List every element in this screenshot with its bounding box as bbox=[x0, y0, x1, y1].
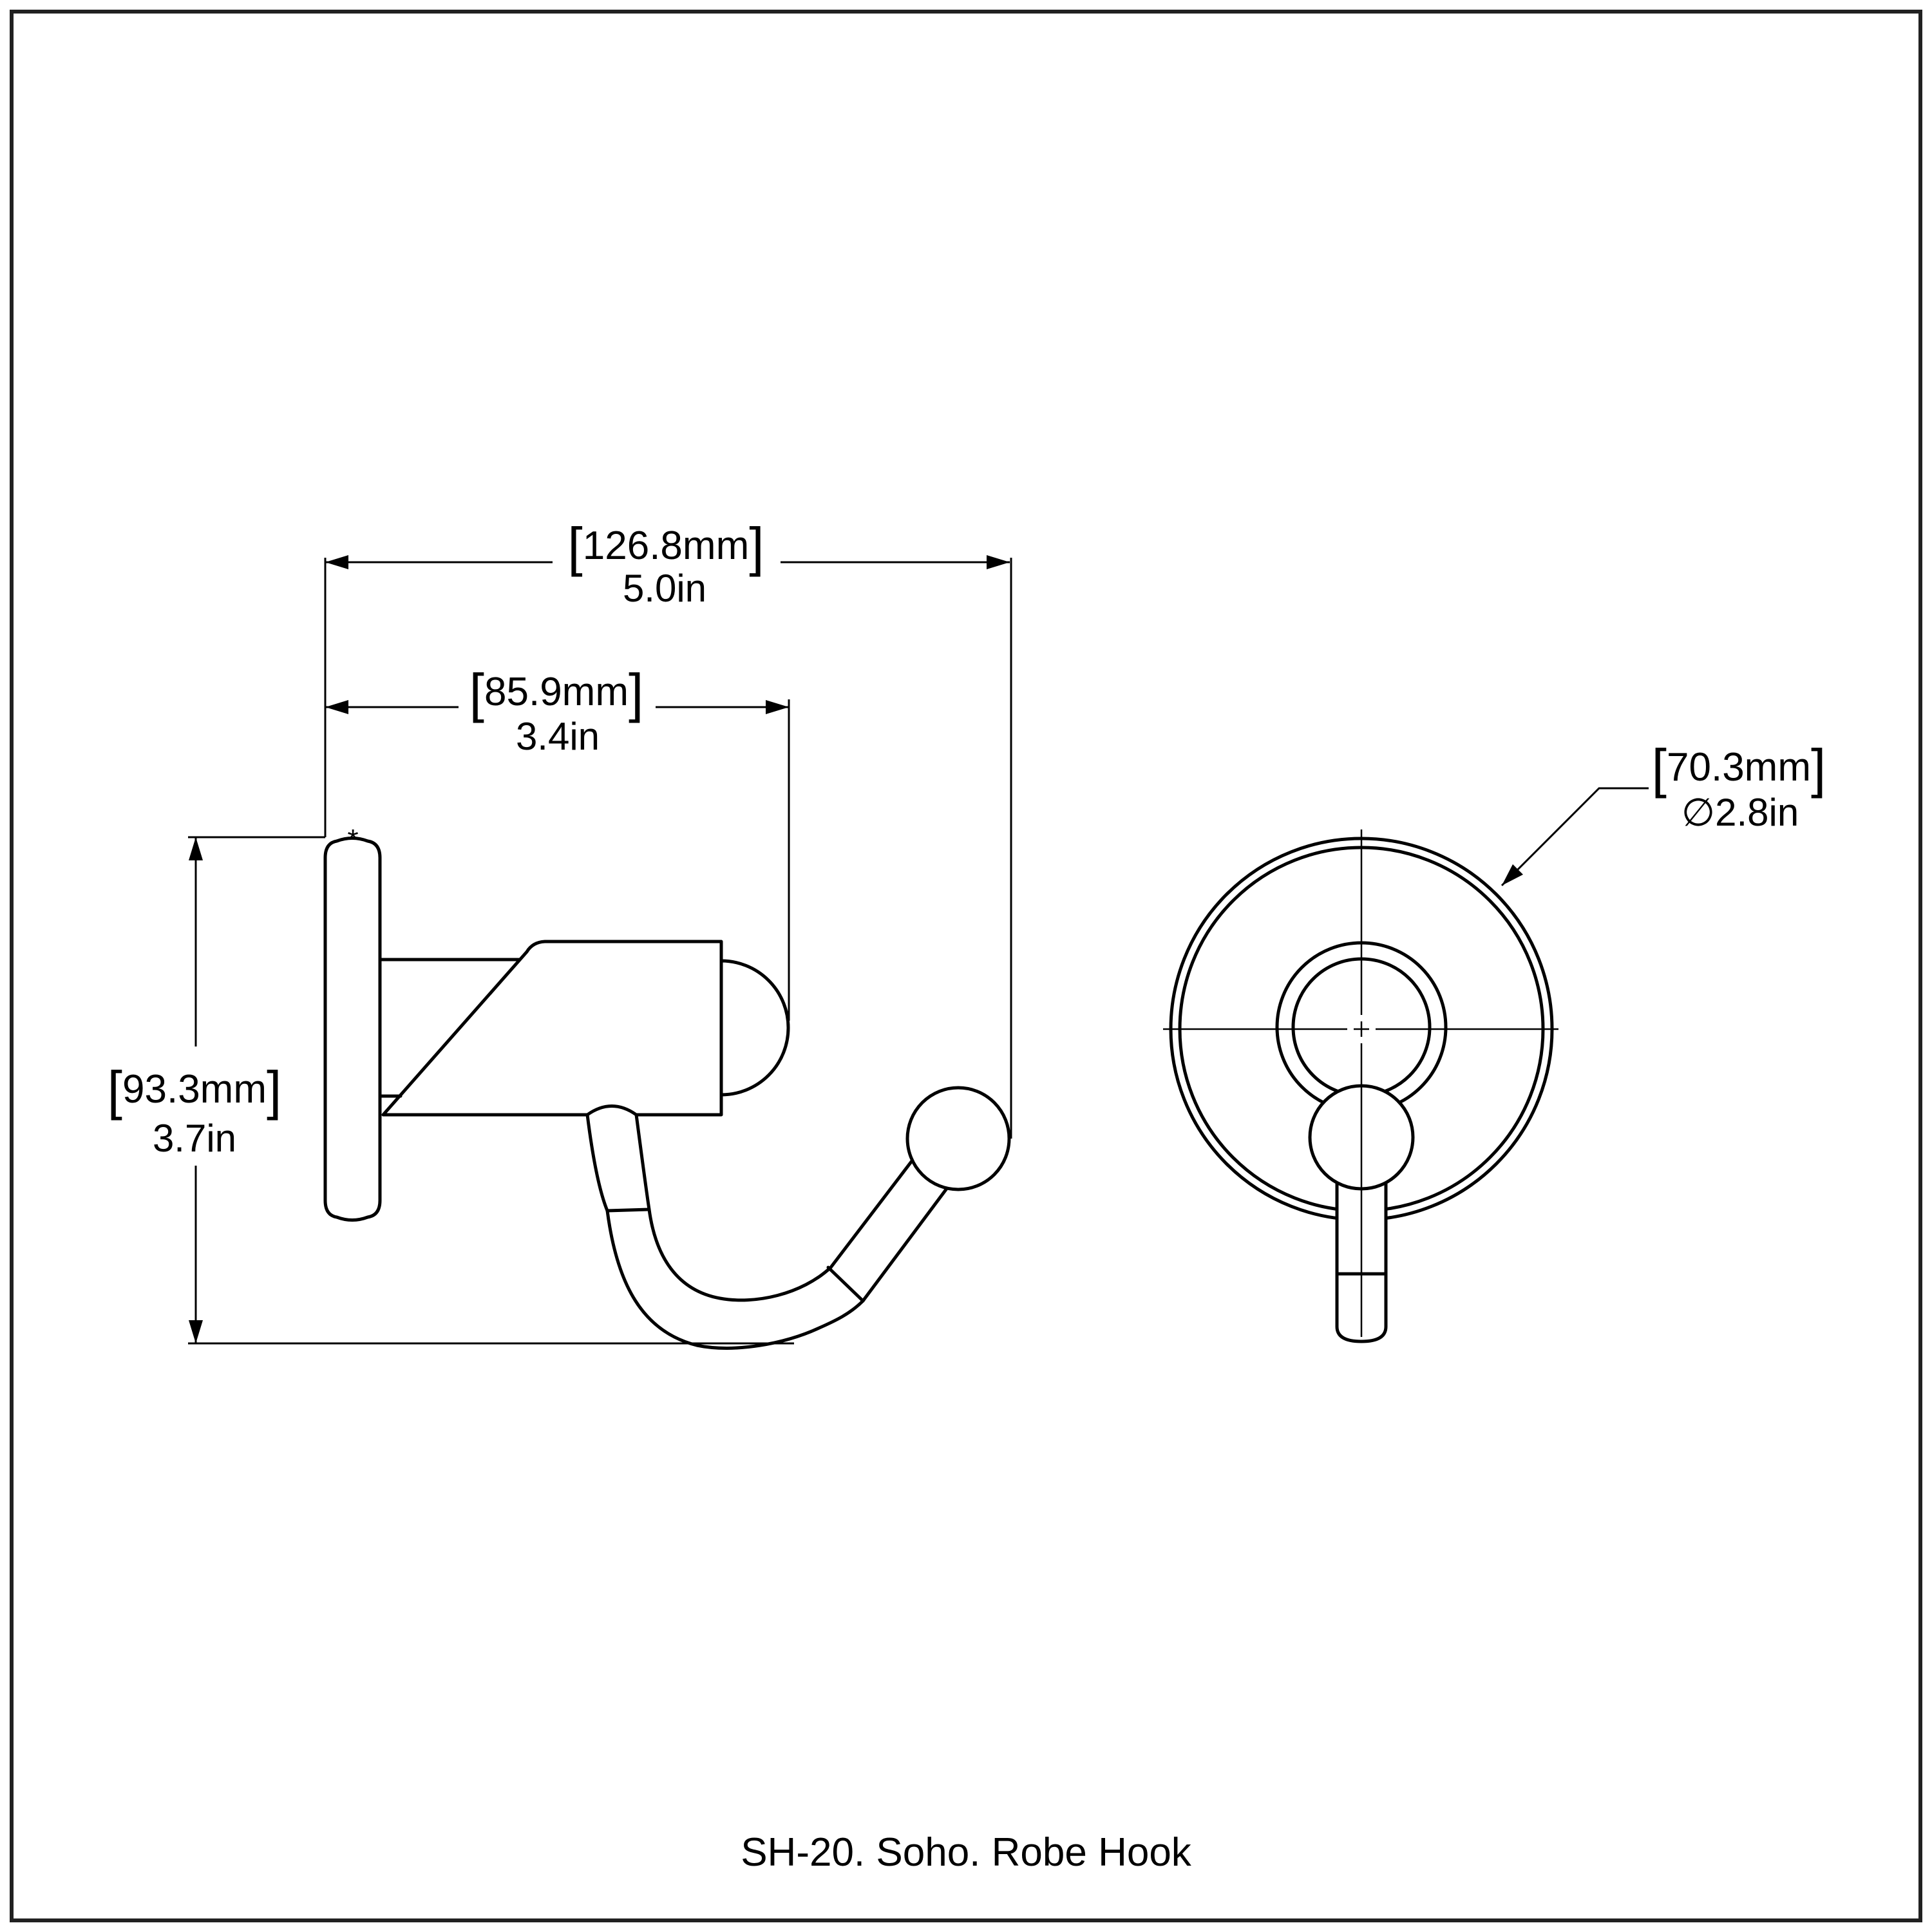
plate-top-marker: * bbox=[347, 824, 358, 855]
arrowhead-bottom bbox=[189, 1320, 203, 1343]
dimension-imperial-label: 3.4in bbox=[516, 715, 600, 758]
dimension-imperial-label: 5.0in bbox=[623, 567, 706, 610]
dimension-overall-width: [126.8mm] 5.0in bbox=[324, 516, 1012, 1139]
dimension-projection: [85.9mm] 3.4in bbox=[325, 663, 790, 1021]
centerlines bbox=[1163, 829, 1558, 1337]
wall-plate bbox=[323, 837, 382, 1222]
arrowhead-left bbox=[325, 700, 348, 714]
arrowhead-left bbox=[325, 555, 348, 569]
arrowhead-top bbox=[189, 837, 203, 860]
hook-ball-tip bbox=[905, 1086, 1011, 1191]
arrowhead-right bbox=[766, 700, 789, 714]
post-endcap-arc bbox=[719, 959, 790, 1097]
dimension-metric-label: [126.8mm] bbox=[567, 516, 764, 577]
dimension-imperial-label: 3.7in bbox=[153, 1117, 236, 1160]
dimension-metric-label: [93.3mm] bbox=[108, 1060, 282, 1121]
dimension-imperial-label: ∅2.8in bbox=[1681, 791, 1799, 834]
dimension-metric-label: [85.9mm] bbox=[469, 663, 644, 723]
mounting-bracket bbox=[381, 940, 723, 1117]
front-view: [70.3mm] ∅2.8in bbox=[1163, 738, 1826, 1343]
drawing-caption: SH-20. Soho. Robe Hook bbox=[741, 1830, 1192, 1875]
dimension-metric-label: [70.3mm] bbox=[1652, 738, 1826, 799]
side-view: * [126.8mm] 5.0in [85.9mm] 3.4in bbox=[108, 516, 1012, 1350]
sheet-border bbox=[10, 10, 1922, 1922]
dimension-height: [93.3mm] 3.7in bbox=[108, 836, 794, 1345]
leader-arrowhead bbox=[1502, 864, 1523, 886]
dimension-diameter: [70.3mm] ∅2.8in bbox=[1501, 738, 1826, 887]
leader-line bbox=[1501, 787, 1649, 887]
hook-joint-line-1 bbox=[605, 1208, 651, 1213]
arrowhead-right bbox=[987, 555, 1010, 569]
hook-inner-curve bbox=[634, 1113, 915, 1302]
hook-joint-line-2 bbox=[826, 1265, 865, 1303]
